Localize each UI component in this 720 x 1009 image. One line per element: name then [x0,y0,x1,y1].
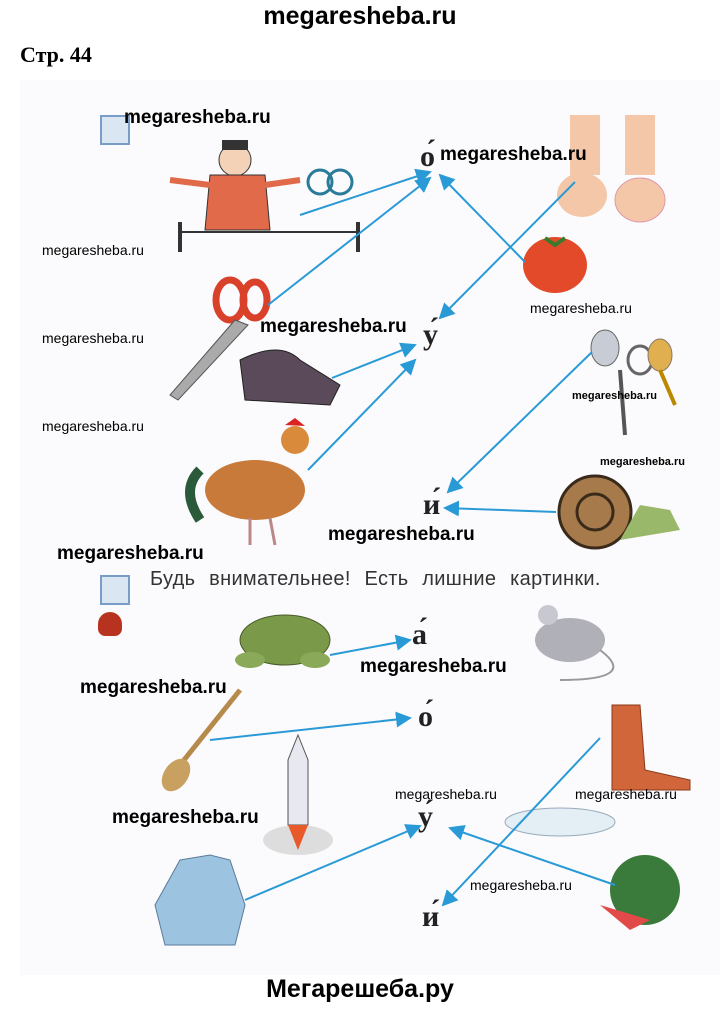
task-pencil-icon [100,115,130,145]
arrow-spoon-o [209,711,412,741]
page-number: Стр. 44 [20,42,92,67]
frog-picture [235,614,331,668]
arrow-snail-i [443,500,557,517]
watermark: megaresheba.ru [42,242,144,258]
watermark: megaresheba.ru [575,786,677,802]
watermark: megaresheba.ru [572,390,657,402]
mouse-picture [535,605,615,681]
shirt-picture [154,854,246,946]
letter-u: у́ [418,800,433,833]
watermark: megaresheba.ru [530,300,632,316]
scissors-picture [169,276,271,401]
arrow-shirt-u [244,824,422,901]
site-footer: Мегарешеба.ру [266,975,454,1003]
snail-picture [557,474,680,550]
answer-arrows [209,168,616,907]
rocket-picture [263,733,333,855]
arrow-watermelon-u [448,825,616,886]
arrow-boots-i [441,737,601,907]
letter-u: у́ [423,318,438,351]
clown-picture [169,140,360,252]
letter-i: и́ [422,900,440,933]
arrow-rooster-u [307,358,417,471]
letter-i: и́ [423,488,441,521]
watermark: megaresheba.ru [80,677,227,698]
letter-a: а́ [412,618,427,651]
arrow-keys-i [446,351,593,494]
watermark: megaresheba.ru [42,330,144,346]
watermark: megaresheba.ru [112,807,259,828]
watermark: megaresheba.ru [440,144,587,165]
arrow-tomato-o [438,173,526,263]
task-pencil-icon [100,575,130,605]
letter-o: о́ [420,140,435,173]
watermark: megaresheba.ru [395,786,497,802]
shoe-picture [239,349,341,406]
watermark: megaresheba.ru [328,524,475,545]
watermark: megaresheba.ru [42,418,144,434]
arrow-clown-o [299,168,432,216]
watermark: megaresheba.ru [470,877,572,893]
watermark: megaresheba.ru [57,543,204,564]
spoon-picture [161,688,242,792]
watermark: megaresheba.ru [600,456,685,468]
watermark: megaresheba.ru [360,656,507,677]
boots-picture [611,704,691,791]
watermelon-picture [600,855,680,930]
watermark: megaresheba.ru [260,316,407,337]
arrow-shoe-u [331,342,417,379]
plate-picture [504,807,616,837]
owl-icon [98,612,122,636]
tomato-picture [523,236,587,293]
watermark: megaresheba.ru [124,107,271,128]
rooster-picture [185,418,309,546]
arrow-frog-a [329,634,412,656]
letter-o: о́ [418,700,433,733]
arrow-scissors-o [267,176,432,306]
task-instruction: Будь внимательнее! Есть лишние картинки. [150,568,601,590]
hands-picture [557,115,666,223]
keys-picture [590,329,677,436]
site-header: megaresheba.ru [263,2,457,30]
arrow-hand-u [438,181,576,320]
